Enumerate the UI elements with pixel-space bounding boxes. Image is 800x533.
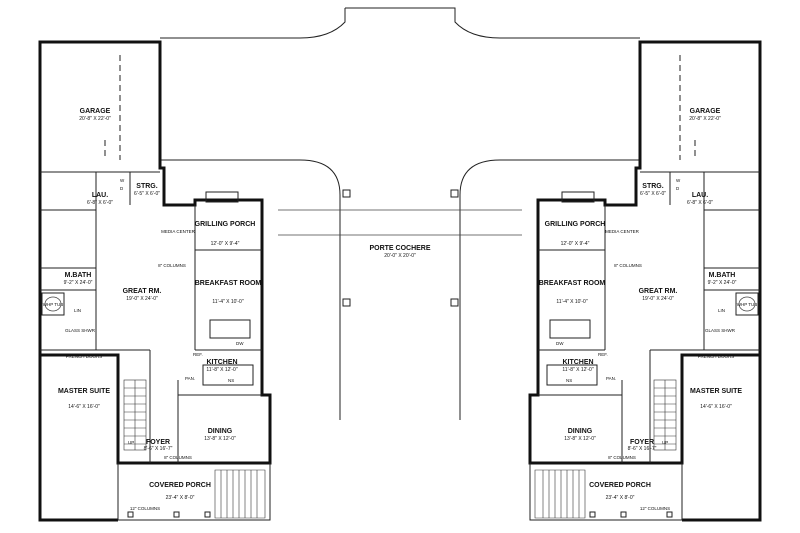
kitchen-label: KITCHEN [206,359,237,366]
m-bath-label: M.BATH [65,272,92,279]
center-driveway: PORTE COCHERE 20'-0" X 20'-0" [160,7,640,420]
great-rm-label: GREAT RM. [639,288,678,295]
covered-porch-label: COVERED PORCH [589,482,651,489]
unit-right-walls [528,40,762,522]
master-suite-dim: 14'-6" X 16'-0" [700,404,732,410]
breakfast-room-label: BREAKFAST ROOM [539,280,606,287]
columns-label: 12" COLUMNS [130,506,160,511]
strg-label: STRG. [642,183,663,190]
whp-tub-label: WHP TUB [737,302,758,307]
foyer-label: FOYER [630,439,654,446]
garage-dim: 20'-8" X 22'-0" [79,116,111,122]
porte-cochere-dim: 20'-0" X 20'-0" [384,253,416,259]
dining-label: DINING [568,428,593,435]
dining-dim: 13'-8" X 12'-0" [204,436,236,442]
column-marker [450,189,459,198]
whirlpool-tub [41,292,65,316]
strg-dim: 6'-5" X 6'-0" [134,191,160,197]
french-doors-label: FRENCH DOORS [698,354,735,359]
master-suite-dim: 14'-6" X 16'-0" [68,404,100,410]
garage-label: GARAGE [80,108,111,115]
pan-label: PAN. [606,376,616,381]
great-rm-label: GREAT RM. [123,288,162,295]
m-bath-label: M.BATH [709,272,736,279]
media-center-label: MEDIA CENTER [161,229,196,234]
lau-dim: 6'-8" X 6'-0" [687,200,713,206]
strg-label: STRG. [136,183,157,190]
columns-label: 8" COLUMNS [164,455,192,460]
glass-shwr-label: GLASS SHWR [705,328,736,333]
unit-right: GARAGE 20'-8" X 22'-0" LAU. 6'-8" X 6'-0… [528,40,762,522]
lau-label: LAU. [92,192,108,199]
column-marker [450,298,459,307]
breakfast-room-dim: 11'-4" X 10'-0" [556,299,587,305]
washer-label: W [676,178,681,183]
covered-porch-label: COVERED PORCH [149,482,211,489]
whp-tub-label: WHP TUB [43,302,64,307]
column-marker [342,298,351,307]
columns-label: 8" COLUMNS [158,263,186,268]
columns-label: 8" COLUMNS [608,455,636,460]
dryer-label: D [676,186,680,191]
stair-right [653,379,677,451]
master-suite-label: MASTER SUITE [690,388,742,395]
columns-label: 8" COLUMNS [614,263,642,268]
great-rm-dim: 19'-0" X 24'-0" [126,296,158,302]
french-doors-label: FRENCH DOORS [66,354,103,359]
lin-label: LIN [718,308,725,313]
unit-left-walls [38,40,272,522]
master-suite-label: MASTER SUITE [58,388,110,395]
lin-label: LIN [74,308,81,313]
ns-label: NS [228,378,234,383]
dw-label: DW [556,341,564,346]
garage-dim: 20'-8" X 22'-0" [689,116,721,122]
unit-left: GARAGE 20'-8" X 22'-0" LAU. 6'-8" X 6'-0… [38,40,272,522]
whirlpool-tub [735,292,759,316]
covered-porch-dim: 23'-4" X 8'-0" [166,495,195,501]
breakfast-room-label: BREAKFAST ROOM [195,280,262,287]
kitchen-dim: 11'-8" X 12'-0" [562,367,593,373]
foyer-label: FOYER [146,439,170,446]
grilling-porch-dim: 12'-0" X 9'-4" [211,241,240,247]
dining-dim: 13'-8" X 12'-0" [564,436,596,442]
grilling-porch-label: GRILLING PORCH [545,221,606,228]
porte-cochere-label: PORTE COCHERE [369,245,430,252]
kitchen-dim: 11'-8" X 12'-0" [206,367,237,373]
washer-label: W [120,178,125,183]
grilling-porch-label: GRILLING PORCH [195,221,256,228]
glass-shwr-label: GLASS SHWR [65,328,96,333]
strg-dim: 6'-5" X 6'-0" [640,191,666,197]
kitchen-label: KITCHEN [562,359,593,366]
foyer-dim: 8'-6" X 16'-7" [144,446,173,452]
media-center-label: MEDIA CENTER [605,229,640,234]
columns-label: 12" COLUMNS [640,506,670,511]
lau-dim: 6'-8" X 6'-0" [87,200,113,206]
grilling-porch-dim: 12'-0" X 9'-4" [561,241,590,247]
ref-label: REF. [193,352,203,357]
lau-label: LAU. [692,192,708,199]
pan-label: PAN. [185,376,195,381]
breakfast-room-dim: 11'-4" X 10'-0" [212,299,243,305]
foyer-dim: 8'-6" X 16'-7" [628,446,657,452]
ref-label: REF. [598,352,608,357]
stair-up-label: UP [128,440,134,445]
garage-label: GARAGE [690,108,721,115]
m-bath-dim: 9'-2" X 24'-0" [64,280,93,286]
stair-left [123,379,147,451]
great-rm-dim: 19'-0" X 24'-0" [642,296,674,302]
ns-label: NS [566,378,572,383]
stair-up-label: UP [662,440,668,445]
column-marker [342,189,351,198]
m-bath-dim: 9'-2" X 24'-0" [708,280,737,286]
dw-label: DW [236,341,244,346]
dining-label: DINING [208,428,233,435]
covered-porch-dim: 23'-4" X 8'-0" [606,495,635,501]
dryer-label: D [120,186,124,191]
